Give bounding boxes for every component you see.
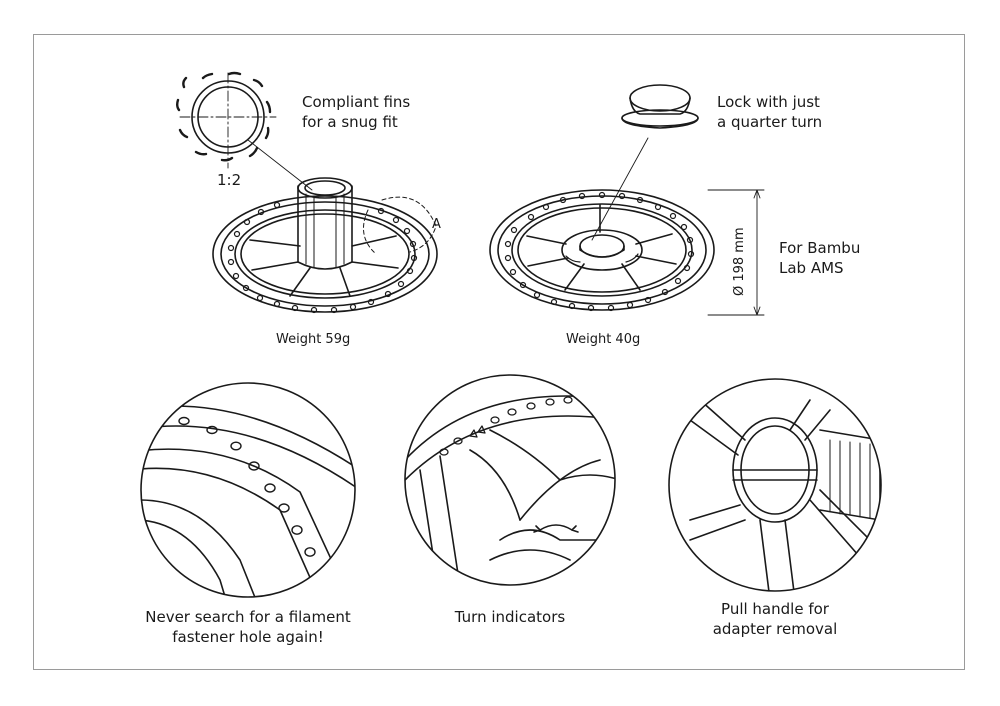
spool-with-hub — [212, 177, 438, 314]
drawing-frame — [33, 34, 965, 670]
detail-handle-caption: Pull handle for adapter removal — [712, 600, 838, 638]
diameter-dimension — [707, 189, 765, 316]
diameter-label: Ø 198 mm — [732, 227, 747, 296]
scale-label: 1:2 — [217, 171, 242, 189]
weight-right-label: Weight 40g — [566, 332, 641, 347]
detail-handle-circle — [668, 378, 882, 592]
hub-top-view — [176, 71, 313, 191]
section-letter: A — [432, 217, 441, 232]
fins-callout: Compliant fins for a snug fit — [302, 93, 411, 131]
detail-holes-art — [141, 405, 355, 597]
detail-turn-caption: Turn indicators — [454, 608, 566, 626]
detail-turn-art — [405, 395, 615, 585]
weight-left-label: Weight 59g — [276, 332, 351, 347]
cap — [621, 84, 699, 129]
detail-holes-circle — [140, 382, 356, 598]
spool-with-cap — [489, 137, 715, 312]
detail-handle-art — [689, 399, 881, 591]
lock-callout: Lock with just a quarter turn — [717, 93, 823, 131]
turn-arrow-icon — [533, 524, 579, 533]
detail-holes-caption: Never search for a filament fastener hol… — [145, 608, 351, 646]
bambu-callout: For Bambu Lab AMS — [779, 239, 861, 277]
detail-turn-circle — [404, 374, 616, 586]
